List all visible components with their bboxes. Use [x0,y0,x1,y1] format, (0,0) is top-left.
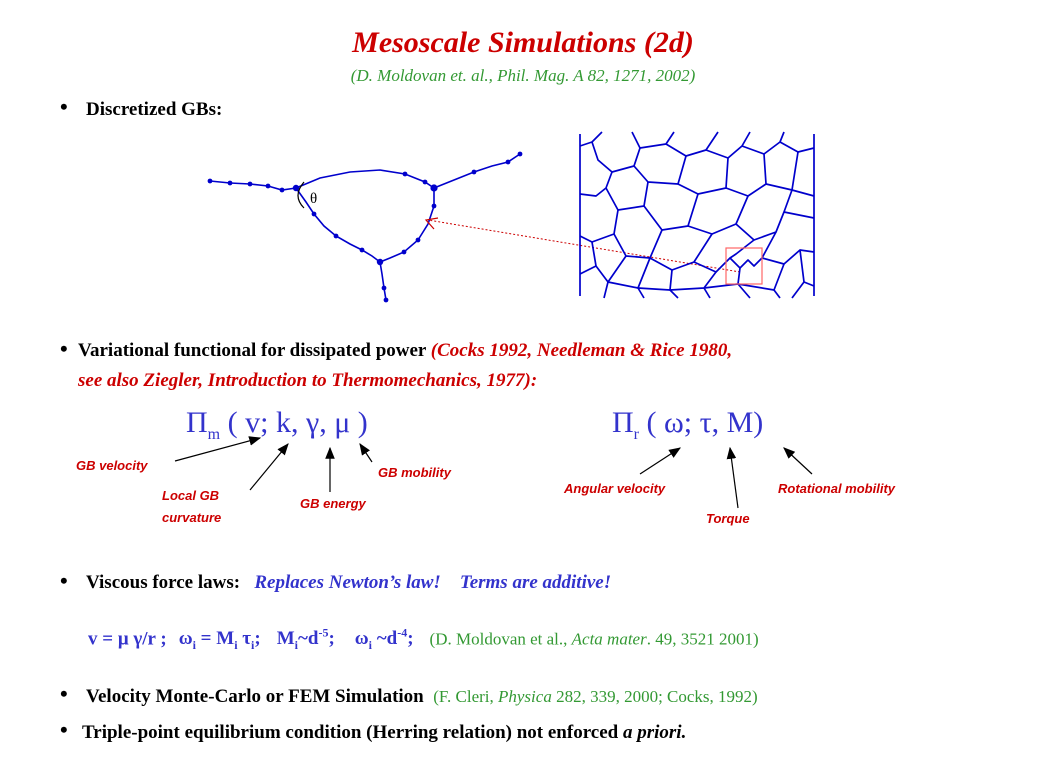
pi-r-formula: Πr ( ω; τ, M) [612,406,764,443]
eq-angular: ωi = Mi τi; [178,628,261,653]
discretized-gbs-label: Discretized GBs: [86,99,223,120]
label-rotational-mobility: Rotational mobility [778,481,895,496]
gb-nodes [207,151,523,303]
velocity-reference: (F. Cleri, Physica 282, 339, 2000; Cocks… [433,687,758,706]
bullet-marker: • [60,717,68,742]
label-gb-velocity: GB velocity [76,458,148,473]
triple-point-text: Triple-point equilibrium condition (Herr… [82,722,623,743]
eq-omega: ωi ~d-4; [354,626,414,653]
eq-velocity: v = μ γ/r ; [88,628,167,650]
grain-microstructure [579,131,815,299]
eq-reference: (D. Moldovan et al., Acta mater. 49, 352… [429,629,759,649]
theta-symbol: θ [310,191,318,207]
discretized-gb-figure [207,151,523,303]
equations-line: v = μ γ/r ; ωi = Mi τi; Mi~d-5; ωi ~d-4;… [88,626,759,653]
velocity-line: Velocity Monte-Carlo or FEM Simulation (… [86,686,758,708]
variational-ref2: see also Ziegler, Introduction to Thermo… [78,370,538,391]
slide-subtitle: (D. Moldovan et. al., Phil. Mag. A 82, 1… [350,66,696,85]
triple-point-line: Triple-point equilibrium condition (Herr… [82,722,686,744]
velocity-label: Velocity Monte-Carlo or FEM Simulation [86,686,424,707]
variational-ref1: (Cocks 1992, Needleman & Rice 1980, [430,340,733,361]
viscous-line: Viscous force laws: Replaces Newton’s la… [86,572,611,594]
triple-point-emph: a priori. [622,722,687,743]
bullet-marker: • [60,94,68,119]
label-curvature: curvature [162,510,222,525]
variational-label: Variational functional for dissipated po… [78,340,431,361]
label-gb-mobility: GB mobility [378,465,451,480]
bullet-marker: • [60,568,68,593]
label-angular-velocity: Angular velocity [564,481,666,496]
label-torque: Torque [706,511,750,526]
pi-m-formula: Πm ( v; k, γ, μ ) [186,406,368,443]
label-local-gb: Local GB [162,488,220,503]
viscous-note-2: Terms are additive! [459,572,612,593]
angle-arc [297,181,305,209]
bullet-marker: • [60,336,68,361]
label-gb-energy: GB energy [300,496,366,511]
slide-title: Mesoscale Simulations (2d) [352,26,694,59]
viscous-label: Viscous force laws: [86,572,241,593]
viscous-note-1: Replaces Newton’s law! [254,572,441,593]
zoom-box [725,247,763,285]
bullet-marker: • [60,681,68,706]
eq-mobility: Mi~d-5; [276,626,335,653]
variational-text: Variational functional for dissipated po… [78,340,732,362]
